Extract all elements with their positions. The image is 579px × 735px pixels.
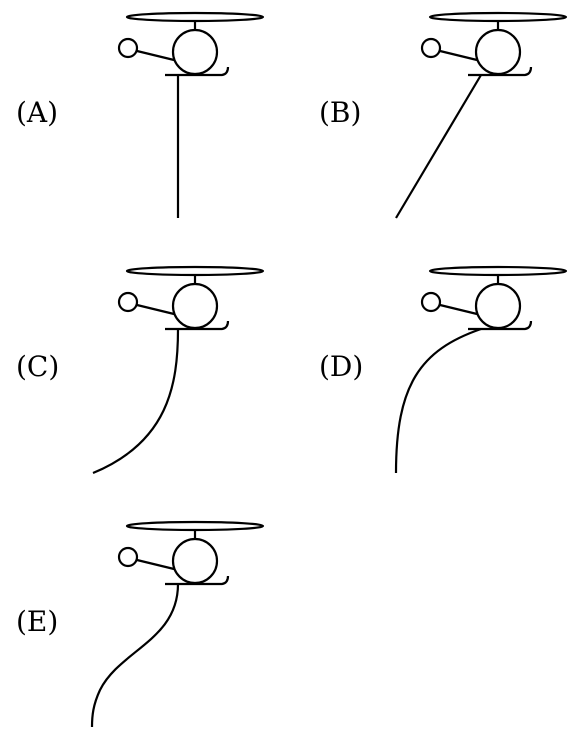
landing-skid: [165, 320, 230, 331]
cabin: [171, 28, 219, 76]
rope-curved: [394, 327, 482, 474]
rope-curved: [92, 328, 180, 475]
cabin: [171, 537, 219, 585]
option-a-label: (A): [16, 96, 58, 129]
cabin: [474, 28, 522, 76]
rotor-blade: [428, 265, 568, 277]
tail-rotor: [117, 546, 139, 568]
option-b: (B): [319, 11, 568, 219]
helicopter-icon: [420, 11, 568, 77]
tail-boom: [439, 303, 478, 316]
rope-straight-slanted: [395, 74, 482, 219]
option-c-label: (C): [16, 350, 59, 383]
landing-skid: [468, 320, 533, 331]
cabin: [474, 282, 522, 330]
option-a: (A): [16, 11, 265, 218]
option-b-label: (B): [319, 96, 361, 129]
tail-boom: [136, 49, 175, 62]
tail-boom: [439, 49, 478, 62]
tail-boom: [136, 303, 175, 316]
tail-rotor: [117, 291, 139, 313]
rotor-blade: [125, 520, 265, 532]
cabin: [171, 282, 219, 330]
option-d: (D): [319, 265, 568, 474]
option-e-label: (E): [16, 605, 58, 638]
rope-s-curve: [90, 583, 180, 728]
tail-rotor: [420, 37, 442, 59]
landing-skid: [468, 66, 533, 77]
rotor-blade: [125, 11, 265, 23]
rotor-blade: [428, 11, 568, 23]
helicopter-icon: [117, 265, 265, 331]
helicopter-icon: [117, 520, 265, 586]
landing-skid: [165, 575, 230, 586]
helicopter-icon: [420, 265, 568, 331]
option-d-label: (D): [319, 350, 363, 383]
tail-rotor: [420, 291, 442, 313]
tail-boom: [136, 558, 175, 571]
tail-rotor: [117, 37, 139, 59]
option-e: (E): [16, 520, 265, 728]
option-c: (C): [16, 265, 265, 475]
rotor-blade: [125, 265, 265, 277]
helicopter-icon: [117, 11, 265, 77]
landing-skid: [165, 66, 230, 77]
